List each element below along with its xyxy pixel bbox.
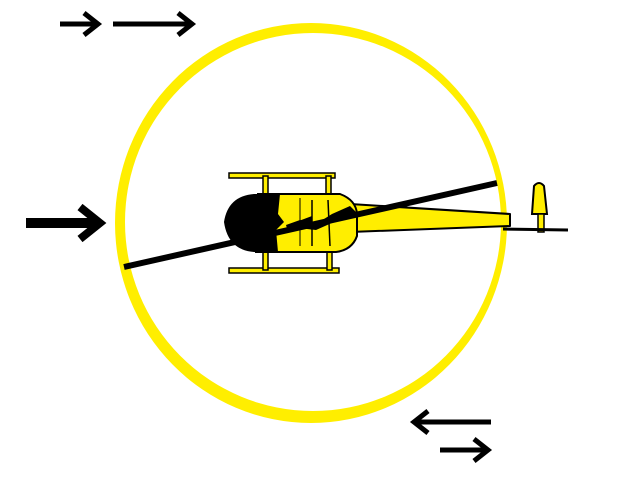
arrow-right-icon <box>60 11 103 37</box>
arrow-right-icon <box>26 203 107 243</box>
fuselage <box>224 193 358 253</box>
arrow-left-icon <box>409 409 491 435</box>
tail-fin <box>502 182 569 233</box>
arrow-right-icon <box>440 437 493 463</box>
arrow-right-icon <box>113 11 197 37</box>
rotor-hub <box>286 206 356 232</box>
cockpit-canopy <box>224 194 284 252</box>
